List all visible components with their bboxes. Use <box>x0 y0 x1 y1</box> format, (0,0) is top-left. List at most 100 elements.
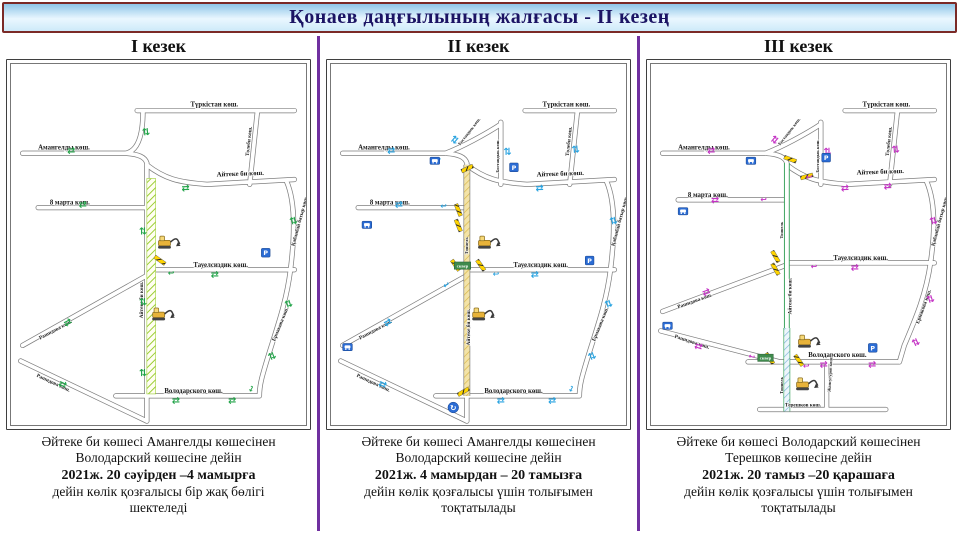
bus-stop-sign-icon <box>662 321 673 330</box>
u-turn-arrow-icon: ↩ <box>760 195 767 204</box>
traffic-arrow-icon: ⇄ <box>228 396 236 407</box>
traffic-arrow-icon: ⇄ <box>569 145 581 154</box>
title-bar: Қонаев даңғылының жалғасы - II кезең <box>2 2 957 33</box>
construction-barriers <box>450 163 487 397</box>
panel-3-caption: Әйтеке би көшесі Володарский көшесінен Т… <box>646 434 951 517</box>
street-label-toleby: Төлеби көш. <box>244 125 254 156</box>
traffic-arrow-icon: ⇄ <box>701 286 712 299</box>
map-phase-3: сквер Түркістан көш. Төлеби көш. Амангел… <box>646 59 951 430</box>
street-label-tauelsizdik: Тауелсиздик көш. <box>193 262 248 269</box>
excavator-icon <box>157 235 182 250</box>
panel-1-header: I кезек <box>130 36 186 56</box>
street-label-tauelsizdik: Тауелсиздик көш. <box>833 255 888 262</box>
svg-text:P: P <box>824 155 829 162</box>
traffic-arrows: ⇄ ↩ ⇄ ⇄ ⇄ ⇄ ⇄ ⇄ ↩ ⇄ ↩ ⇄ ⇄ ⇄ ↩ ⇄ ⇄ <box>377 133 620 406</box>
construction-barrier-icon <box>475 258 487 272</box>
traffic-arrow-icon: ⇄ <box>711 195 719 206</box>
construction-barrier-icon <box>770 249 781 264</box>
skver-box: сквер <box>757 353 774 362</box>
traffic-arrow-icon: ⇄ <box>707 145 715 156</box>
parking-sign-icon: P <box>868 343 878 353</box>
u-turn-arrow-icon: ↩ <box>747 351 756 362</box>
u-turn-arrow-icon: ↩ <box>811 262 818 271</box>
street-label-tauelsizdik: Тауелсиздик көш. <box>513 262 568 269</box>
street-label-aiteke-vertical: Айтеке би көш. <box>787 277 794 314</box>
panel-2-header: II кезек <box>447 36 510 56</box>
panel-phase-2: II кезек <box>320 33 637 531</box>
street-label-zhansugurov: Жансугуров көш. <box>827 357 834 392</box>
street-label-aiteke: Айтеке би көш. <box>217 170 265 179</box>
map-phase-1-svg: Түркістан көш. Төлеби көш. Амангелды көш… <box>11 64 306 425</box>
svg-text:сквер: сквер <box>760 355 772 360</box>
street-label-amangeldy: Амангелды көш. <box>38 144 90 151</box>
svg-text:P: P <box>870 345 875 352</box>
traffic-arrow-icon: ⇄ <box>851 263 859 274</box>
traffic-arrow-icon: ⇄ <box>265 350 278 362</box>
u-turn-arrow-icon: ↩ <box>441 279 451 290</box>
traffic-arrow-icon: ⇄ <box>137 369 148 377</box>
street-label-aiteke-vertical: Айтеке би көш. <box>465 308 472 345</box>
panel-3-header: III кезек <box>763 36 834 56</box>
street-label-turkistan: Түркістан көш. <box>863 102 911 109</box>
street-label-amangeldy: Амангелды көш. <box>358 144 410 151</box>
street-label-aiteke-vertical: Айтеке би көш. <box>138 281 145 318</box>
traffic-arrow-icon: ⇄ <box>181 183 190 194</box>
traffic-arrow-icon: ⇄ <box>282 298 295 309</box>
street-label-aiteke: Айтеке би көш. <box>537 170 585 179</box>
caption-text: дейін көлік қозғалысы үшін толығымен тоқ… <box>684 484 913 516</box>
excavator-icon <box>797 334 822 349</box>
traffic-arrow-icon: ⇄ <box>883 181 892 192</box>
road-network <box>661 111 935 412</box>
traffic-arrow-icon: ⇄ <box>909 336 922 348</box>
construction-barrier-icon <box>799 172 814 181</box>
traffic-arrow-icon: ⇄ <box>79 200 87 211</box>
panel-divider <box>317 36 320 531</box>
svg-text:сквер: сквер <box>457 263 469 268</box>
traffic-arrow-icon: ⇄ <box>287 216 299 226</box>
bus-stop-sign-icon <box>342 342 353 352</box>
traffic-arrow-icon: ⇄ <box>395 200 403 211</box>
caption-dates: 2021ж. 20 тамыз –20 қарашаға <box>702 467 895 483</box>
map-phase-1: Түркістан көш. Төлеби көш. Амангелды көш… <box>6 59 311 430</box>
u-turn-arrow-icon: ↩ <box>566 383 577 394</box>
roundabout-sign-icon: ↻ <box>447 401 459 414</box>
construction-barrier-icon <box>456 386 471 397</box>
street-label-8marta: 8 марта көш. <box>688 192 728 199</box>
map-phase-3-svg: сквер Түркістан көш. Төлеби көш. Амангел… <box>651 64 946 425</box>
road-network <box>21 111 295 422</box>
caption-text: дейін көлік қозғалысы бір жақ бөлігі шек… <box>52 484 265 516</box>
construction-barrier-icon <box>783 155 798 164</box>
traffic-arrow-icon: ⇄ <box>602 298 615 309</box>
street-label-bostandyk: Бостандык көш. <box>495 139 500 172</box>
excavator-icon <box>795 377 820 392</box>
street-label-toleby: Төлеби көш. <box>884 125 894 156</box>
excavator-icon <box>477 235 502 250</box>
traffic-arrows: ⇄ ⇄ ⇄ ⇄ ⇄ ↩ ⇄ ⇄ ⇄ ↩ ⇄ ↩ ⇄ ⇄ ⇄ ⇄ ↩ <box>693 133 939 370</box>
parking-sign-icon: P <box>509 162 519 172</box>
excavator-icon <box>471 307 496 322</box>
parking-sign-icon: P <box>261 248 271 258</box>
bus-stop-sign-icon <box>745 156 757 165</box>
traffic-arrow-icon: ⇄ <box>67 145 75 156</box>
traffic-arrow-icon: ⇄ <box>693 340 704 353</box>
construction-barrier-icon <box>453 218 463 233</box>
traffic-arrow-icon: ⇄ <box>868 360 876 371</box>
bus-stop-sign-icon <box>429 156 441 165</box>
caption-text: Әйтеке би көшесі Амангелды көшесінен Вол… <box>361 433 596 466</box>
caption-text: Әйтеке би көшесі Володарский көшесінен Т… <box>676 433 921 466</box>
traffic-arrow-icon: ⇄ <box>497 396 505 407</box>
traffic-arrow-icon: ⇄ <box>889 145 901 154</box>
traffic-arrow-icon: ⇄ <box>531 269 539 280</box>
construction-barrier-icon <box>153 254 167 266</box>
street-label-tereshkov: Терешков көш. <box>785 403 822 409</box>
traffic-arrow-icon: ⇄ <box>172 396 180 407</box>
panel-divider <box>637 36 640 531</box>
u-turn-arrow-icon: ↩ <box>168 269 175 278</box>
construction-barrier-icon <box>770 262 781 276</box>
street-label-volodarsky: Володарского көш. <box>484 388 543 395</box>
u-turn-arrow-icon: ↩ <box>440 202 447 211</box>
traffic-arrow-icon: ⇄ <box>535 183 544 194</box>
traffic-arrow-icon: ⇄ <box>841 183 850 194</box>
traffic-arrow-icon: ⇄ <box>387 145 395 156</box>
bus-stop-sign-icon <box>677 207 689 216</box>
